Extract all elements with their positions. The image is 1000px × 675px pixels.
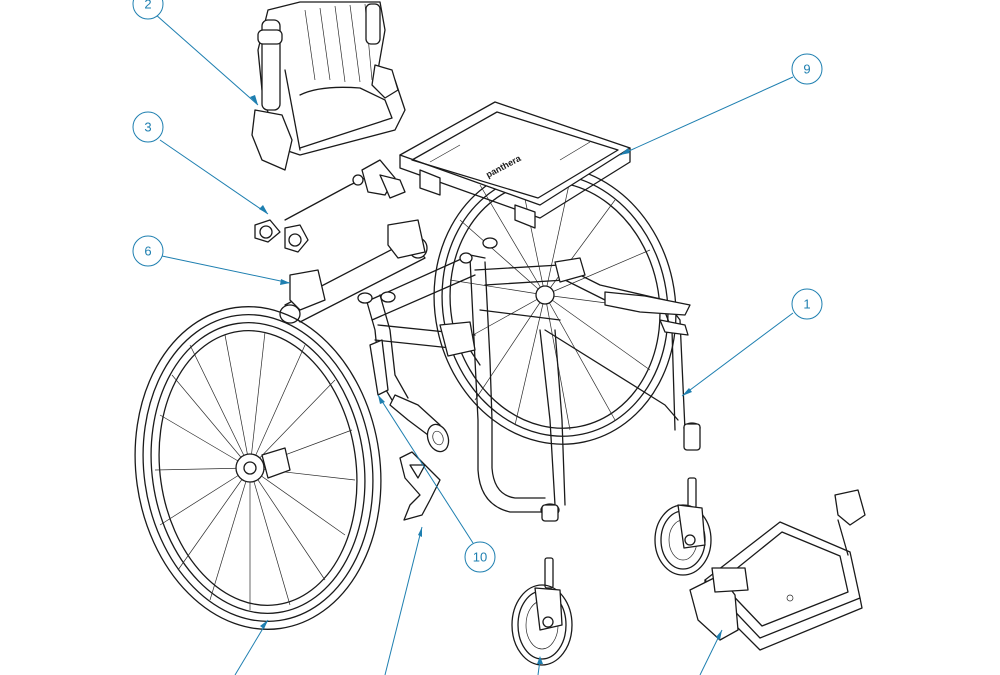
front-caster-center (511, 557, 573, 666)
callout-label: 2 (144, 0, 151, 12)
callout-6: 6 (132, 235, 164, 267)
callout-label: 10 (473, 550, 487, 565)
callout-3: 3 (132, 111, 164, 143)
brake-cable-part (254, 159, 406, 253)
rear-wheel-left (134, 306, 382, 630)
callout-9: 9 (791, 53, 823, 85)
callout-label: 3 (144, 120, 151, 135)
leader-lines (154, 13, 794, 675)
footrest-part (689, 489, 866, 651)
front-caster-right (654, 477, 712, 576)
callout-1: 1 (791, 288, 823, 320)
seat-plate-part: panthera (399, 101, 631, 229)
callout-label: 6 (144, 244, 151, 259)
callout-2: 2 (132, 0, 164, 20)
brake-clamp-part (369, 339, 450, 521)
callout-10: 10 (464, 541, 496, 573)
callout-label: 9 (803, 62, 810, 77)
axle-tube-part (279, 219, 428, 324)
callout-label: 1 (803, 297, 810, 312)
backrest-part (251, 1, 406, 171)
